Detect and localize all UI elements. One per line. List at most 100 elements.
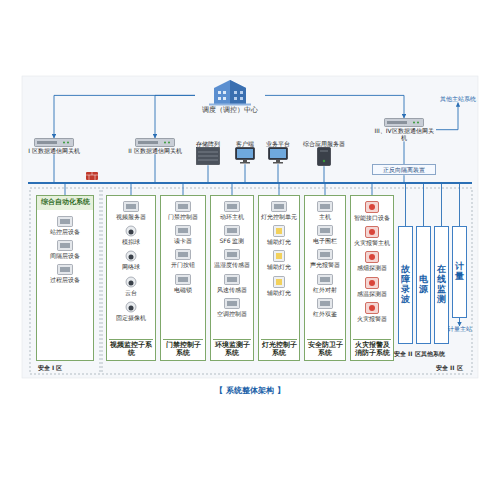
diagram-panel bbox=[22, 76, 478, 378]
center-node: 调度（调控）中心 bbox=[195, 76, 265, 115]
dev-icon bbox=[224, 274, 240, 285]
dev-icon bbox=[224, 249, 240, 260]
zone-label: 安全 I 区 bbox=[38, 364, 62, 373]
dev-icon bbox=[317, 274, 333, 285]
sub-node: 门禁控制子系统门禁控制器读卡器开门按钮电磁锁 bbox=[160, 195, 206, 361]
connector bbox=[265, 95, 404, 118]
diagram-caption: 【 系统整体架构 】 bbox=[0, 385, 500, 396]
node-label: 视频服务器 bbox=[116, 213, 146, 220]
vertical-label: 故障录波 bbox=[401, 265, 410, 305]
node-label: 门禁控制器 bbox=[168, 213, 198, 220]
node-label: 辅助灯光 bbox=[267, 263, 291, 270]
bus-drop bbox=[459, 183, 460, 226]
device-item: 火灾报警器 bbox=[353, 302, 391, 322]
dev-icon bbox=[57, 216, 73, 227]
node-label: 读卡器 bbox=[174, 237, 192, 244]
bus-drop bbox=[279, 183, 280, 195]
tower-icon bbox=[317, 147, 331, 166]
bus-drop bbox=[54, 154, 55, 183]
device-item: 辅助灯光 bbox=[261, 225, 297, 245]
srv-icon bbox=[135, 138, 175, 147]
node-label: 空调控制器 bbox=[217, 310, 247, 317]
node-label: 声光报警器 bbox=[310, 261, 340, 268]
device-item: 云台 bbox=[109, 276, 153, 296]
node-label: 电磁锁 bbox=[174, 286, 192, 293]
building-icon bbox=[208, 76, 252, 106]
node-label: 智能接口设备 bbox=[354, 214, 390, 221]
subsystem-title: 火灾报警及消防子系统 bbox=[353, 339, 391, 360]
subtop-node: 综合自动化系统站控层设备间隔层设备过程层设备 bbox=[36, 195, 94, 361]
node-label: 火灾报警主机 bbox=[354, 239, 390, 246]
mon-icon bbox=[268, 147, 288, 164]
dev-icon bbox=[175, 225, 191, 236]
bus-drop bbox=[245, 164, 246, 183]
gw-node: II 区数据通信网关机 bbox=[126, 138, 184, 154]
dev-icon bbox=[57, 264, 73, 275]
device-item: SF6 监测 bbox=[213, 225, 251, 244]
device-item: 过程层设备 bbox=[39, 264, 91, 283]
mon-icon bbox=[235, 147, 255, 164]
dev-icon bbox=[175, 249, 191, 260]
device-item: 网络球 bbox=[109, 250, 153, 270]
bus-drop bbox=[278, 164, 279, 183]
vertical-label: 计量 bbox=[455, 262, 464, 282]
device-item: 读卡器 bbox=[163, 225, 203, 244]
top-node: 综合应用服务器 bbox=[298, 140, 350, 166]
device-item: 开门按钮 bbox=[163, 249, 203, 268]
device-item: 站控层设备 bbox=[39, 216, 91, 235]
node-label: 火灾报警器 bbox=[357, 315, 387, 322]
fire-icon bbox=[365, 201, 379, 213]
node-label: 网络球 bbox=[122, 263, 140, 270]
bus-drop bbox=[325, 183, 326, 195]
cam-icon bbox=[124, 225, 138, 237]
bus-drop bbox=[324, 166, 325, 183]
device-item: 动环主机 bbox=[213, 201, 251, 220]
dev-icon bbox=[57, 240, 73, 251]
dev-icon bbox=[175, 225, 191, 236]
gw-node: I 区数据通信网关机 bbox=[28, 138, 80, 154]
dev-icon bbox=[175, 201, 191, 212]
subsystem-title: 综合自动化系统 bbox=[37, 196, 93, 210]
fire-icon bbox=[365, 251, 379, 263]
subsystem-title: 环境监测子系统 bbox=[213, 339, 251, 360]
node-label: 感温探测器 bbox=[357, 290, 387, 297]
device-item: 视频服务器 bbox=[109, 201, 153, 220]
dev-icon bbox=[175, 249, 191, 260]
device-item: 空调控制器 bbox=[213, 298, 251, 317]
bus-drop bbox=[183, 183, 184, 195]
device-item: 辅助灯光 bbox=[261, 276, 297, 296]
fire-icon bbox=[365, 302, 379, 314]
device-item: 模拟球 bbox=[109, 225, 153, 245]
node-label: 固定摄像机 bbox=[116, 314, 146, 321]
node-label: 云台 bbox=[125, 289, 137, 296]
node-label: 业务平台 bbox=[266, 140, 290, 147]
cam-icon bbox=[124, 225, 138, 237]
node-label: 正反向隔离装置 bbox=[375, 166, 433, 173]
node-label: III、IV区数据通信网关机 bbox=[372, 127, 436, 141]
dev-icon bbox=[224, 201, 240, 212]
node-label: 辅助灯光 bbox=[267, 289, 291, 296]
node-label: 模拟球 bbox=[122, 238, 140, 245]
fire-icon bbox=[365, 302, 379, 314]
dev-icon bbox=[317, 201, 333, 212]
subsystem-title: 视频监控子系统 bbox=[109, 339, 153, 360]
cam-icon bbox=[124, 301, 138, 313]
connector bbox=[404, 141, 405, 164]
mon-icon bbox=[235, 147, 255, 164]
node-label: 红外对射 bbox=[313, 286, 337, 293]
device-item: 电磁锁 bbox=[163, 274, 203, 293]
device-item: 智能接口设备 bbox=[353, 201, 391, 221]
lamp-icon bbox=[273, 276, 285, 288]
node-label: SF6 监测 bbox=[220, 237, 245, 244]
fire-icon bbox=[365, 226, 379, 238]
plain-node: 计量主站 bbox=[446, 326, 473, 333]
dev-icon bbox=[175, 201, 191, 212]
dev-icon bbox=[317, 225, 333, 236]
node-label: 站控层设备 bbox=[50, 228, 80, 235]
dev-icon bbox=[224, 274, 240, 285]
node-label: 开门按钮 bbox=[171, 261, 195, 268]
device-item: 灯光控制单元 bbox=[261, 201, 297, 220]
node-label: 灯光控制单元 bbox=[261, 213, 297, 220]
sub-node: 视频监控子系统 视频服务器模拟球网络球云台固定摄像机 bbox=[106, 195, 156, 361]
zone-label: 安全 II 区 bbox=[436, 364, 463, 373]
